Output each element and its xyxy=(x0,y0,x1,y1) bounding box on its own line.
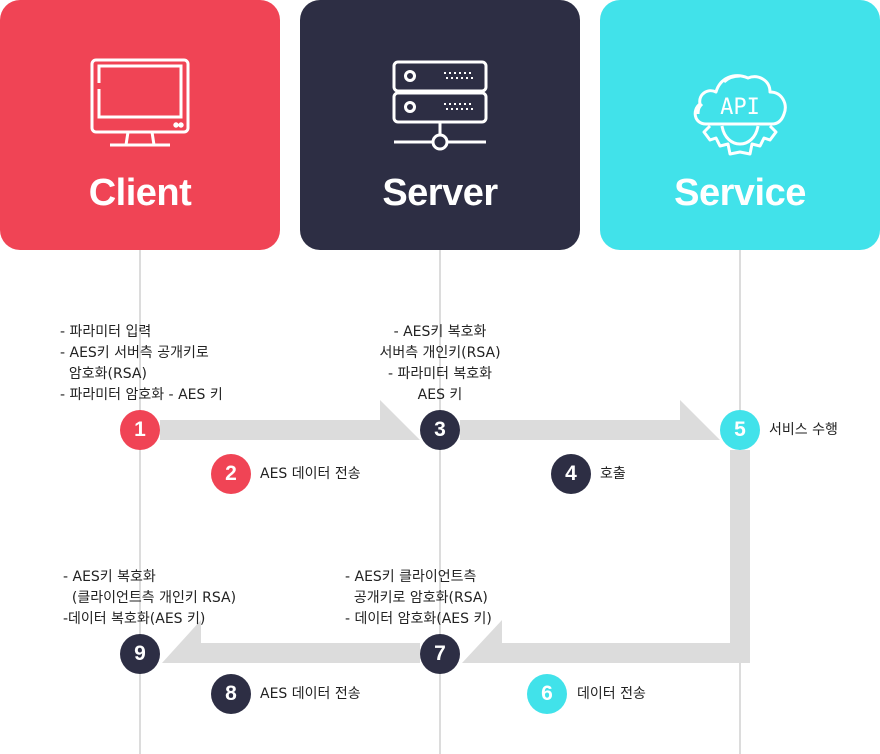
step9-note: - AES키 복호화 (클라이언트측 개인키 RSA) -데이터 복호화(AES… xyxy=(63,569,237,627)
step-8-badge: 8 xyxy=(211,674,251,714)
step-7-badge: 7 xyxy=(420,634,460,674)
server-lane-line xyxy=(439,250,441,754)
step-2-label: AES 데이터 전송 xyxy=(260,466,361,482)
step-1-badge: 1 xyxy=(120,410,160,450)
arrow-server-to-service xyxy=(460,400,720,440)
arrow-client-to-server xyxy=(160,400,420,440)
client-title: Client xyxy=(88,172,192,214)
svg-text:API: API xyxy=(720,95,760,120)
step1-note: - 파라미터 입력 - AES키 서버측 공개키로 암호화(RSA) - 파라미… xyxy=(60,324,223,403)
step-3-badge: 3 xyxy=(420,410,460,450)
client-lane-line xyxy=(139,250,141,754)
client-card: Client xyxy=(0,0,280,250)
step-6-badge: 6 xyxy=(527,674,567,714)
arrow-server-to-client-return xyxy=(162,620,420,663)
step-6-label: 데이터 전송 xyxy=(577,686,646,702)
step-2-badge: 2 xyxy=(211,454,251,494)
step-5-badge: 5 xyxy=(720,410,760,450)
monitor-icon xyxy=(90,55,190,151)
step7-note: - AES키 클라이언트측 공개키로 암호화(RSA) - 데이터 암호화(AE… xyxy=(345,569,492,627)
step3-note: - AES키 복호화 서버측 개인키(RSA) - 파라미터 복호화 AES 키 xyxy=(379,324,501,403)
step-4-label: 호출 xyxy=(600,466,626,482)
api-cloud-gear-icon: API xyxy=(690,66,790,164)
step-9-badge: 9 xyxy=(120,634,160,674)
service-card: API Service xyxy=(600,0,880,250)
server-card: Server xyxy=(300,0,580,250)
arrow-service-to-server-return xyxy=(462,450,750,663)
step-8-label: AES 데이터 전송 xyxy=(260,686,361,702)
server-icon xyxy=(392,60,488,156)
step-4-badge: 4 xyxy=(551,454,591,494)
service-title: Service xyxy=(674,172,806,214)
step-5-label: 서비스 수행 xyxy=(769,422,838,438)
server-title: Server xyxy=(382,172,498,214)
